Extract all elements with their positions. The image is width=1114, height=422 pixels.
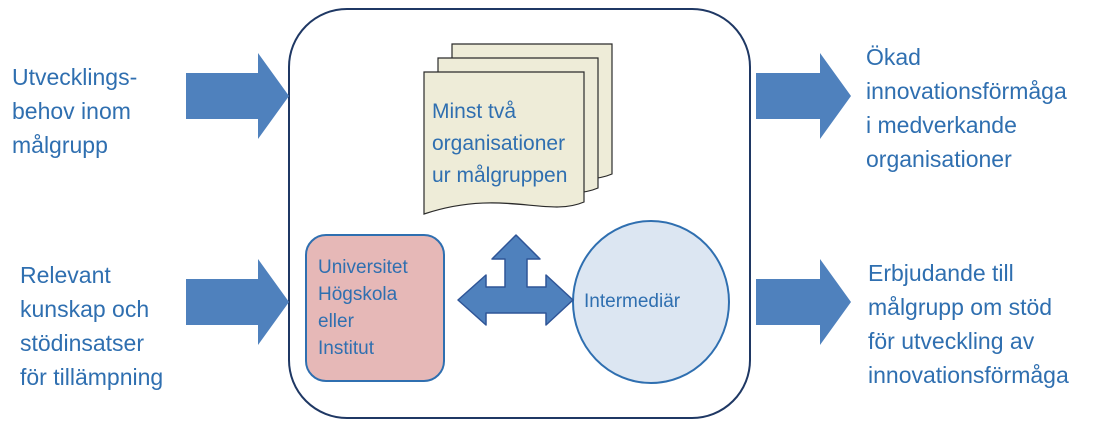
intermediary-label: Intermediär — [584, 291, 681, 312]
university-label: Universitet Högskola eller Institut — [318, 257, 408, 359]
intermediary-circle — [572, 220, 730, 384]
output-arrow-top — [756, 53, 851, 139]
three-way-arrow — [457, 234, 574, 326]
output-text-increased-capability: Ökad innovationsförmåga i medverkande or… — [866, 44, 1067, 172]
output-text-offering: Erbjudande till målgrupp om stöd för utv… — [868, 260, 1069, 388]
input-text-relevant-knowledge: Relevant kunskap och stödinsatser för ti… — [20, 262, 164, 390]
output-arrow-bottom — [756, 259, 851, 345]
input-arrow-top — [186, 53, 289, 139]
documents-stack — [423, 43, 613, 215]
input-arrow-bottom — [186, 259, 289, 345]
input-text-development-needs: Utvecklings- behov inom målgrupp — [12, 64, 138, 158]
university-box — [305, 234, 445, 382]
documents-label: Minst två organisationer ur målgruppen — [432, 100, 568, 187]
